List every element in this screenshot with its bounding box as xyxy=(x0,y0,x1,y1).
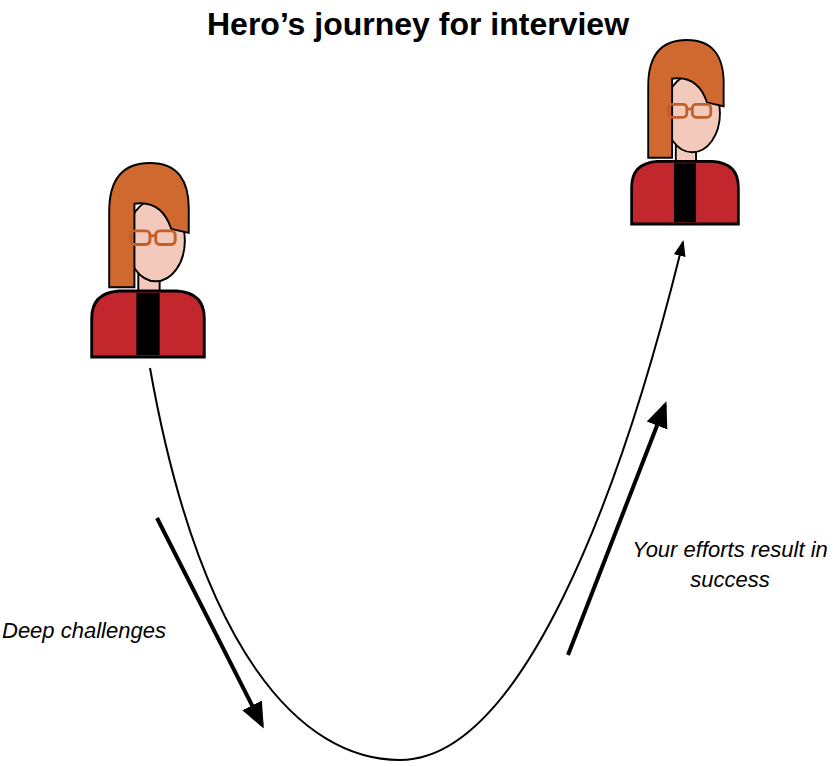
annotation-label: Your efforts result in success xyxy=(628,535,832,595)
journey-curve xyxy=(150,242,683,760)
annotation-label: Deep challenges xyxy=(2,616,202,646)
person-start xyxy=(92,163,205,357)
ascent-arrow xyxy=(568,405,665,655)
diagram-title: Hero’s journey for interview xyxy=(0,2,836,46)
descent-arrow xyxy=(157,518,262,725)
person-end xyxy=(632,40,739,224)
